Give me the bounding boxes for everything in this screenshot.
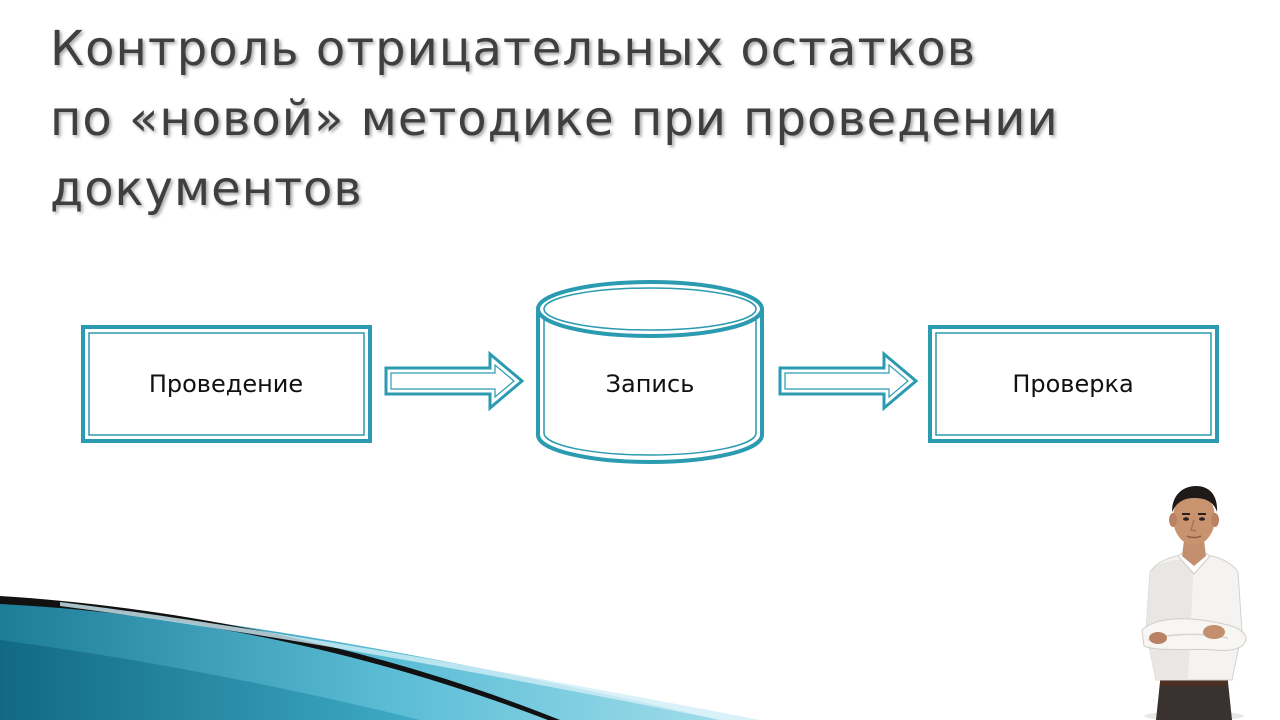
node-record-label: Запись — [606, 370, 695, 398]
decorative-wave — [0, 596, 760, 720]
arrow-record-to-check — [780, 354, 916, 408]
node-check-label: Проверка — [1012, 370, 1133, 398]
presenter-photo — [1128, 482, 1258, 720]
node-record: Запись — [538, 282, 762, 462]
node-posting: Проведение — [83, 327, 370, 441]
node-check: Проверка — [930, 327, 1217, 441]
node-posting-label: Проведение — [149, 370, 303, 398]
arrow-posting-to-record — [386, 354, 522, 408]
